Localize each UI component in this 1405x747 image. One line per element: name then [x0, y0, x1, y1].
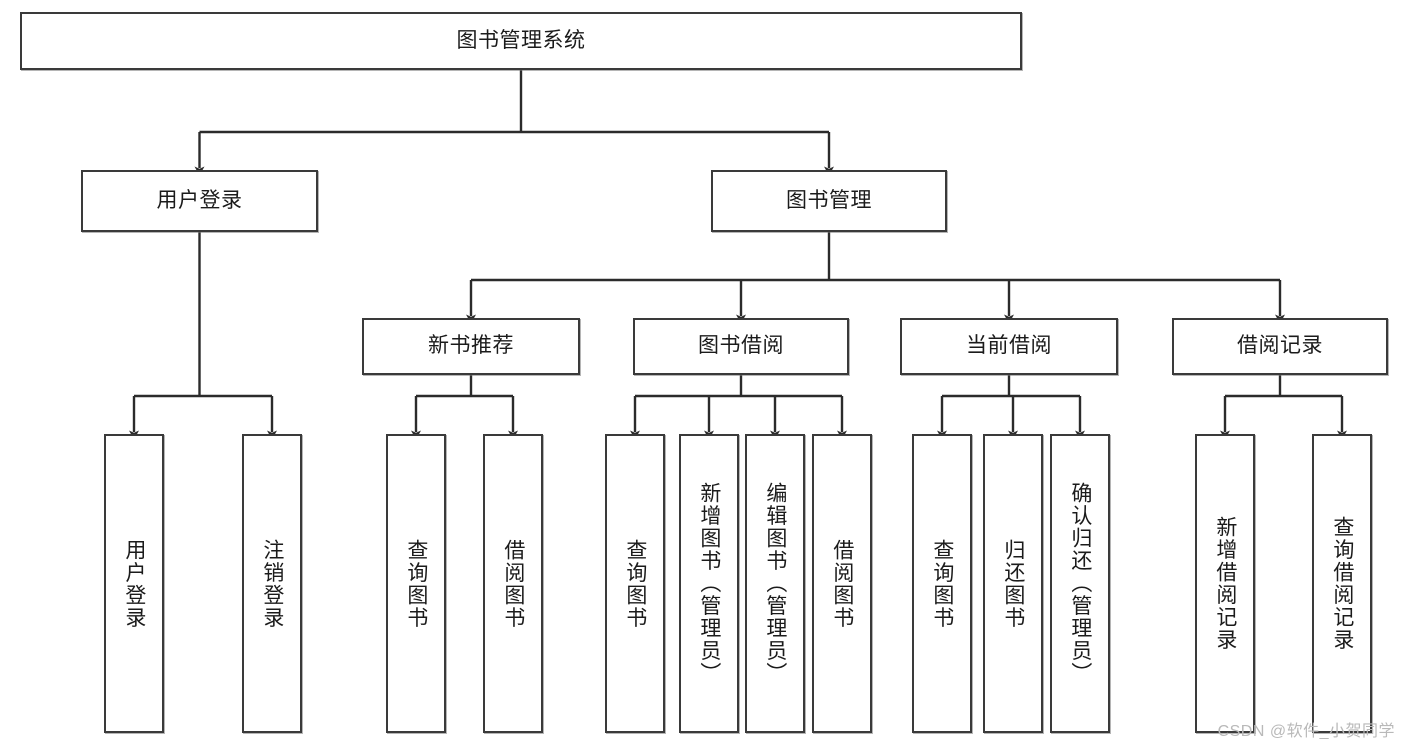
node-label: 用户登录 [122, 538, 146, 629]
node-leaf-return-book[interactable]: 归还图书 [983, 434, 1043, 733]
node-borrow-record[interactable]: 借阅记录 [1172, 318, 1388, 375]
node-label: 查询图书 [404, 538, 428, 629]
node-label: 新增借阅记录 [1213, 516, 1237, 651]
node-label: 新书推荐 [428, 334, 514, 358]
node-label: 新增图书（管理员） [697, 482, 721, 685]
node-label: 图书管理 [786, 188, 872, 212]
node-leaf-user-login[interactable]: 用户登录 [104, 434, 164, 733]
node-label: 用户登录 [156, 188, 243, 212]
csdn-watermark: CSDN @软件_小贺同学 [1217, 723, 1395, 740]
node-leaf-add-book-admin[interactable]: 新增图书（管理员） [679, 434, 739, 733]
node-leaf-logout[interactable]: 注销登录 [242, 434, 302, 733]
node-leaf-edit-book-admin[interactable]: 编辑图书（管理员） [745, 434, 805, 733]
node-label: 当前借阅 [966, 334, 1052, 358]
node-label: 归还图书 [1001, 538, 1025, 629]
node-leaf-borrow-book-recommend[interactable]: 借阅图书 [483, 434, 543, 733]
node-current-borrow[interactable]: 当前借阅 [900, 318, 1118, 375]
node-root[interactable]: 图书管理系统 [20, 12, 1022, 70]
node-leaf-query-borrow-record[interactable]: 查询借阅记录 [1312, 434, 1372, 733]
node-label: 查询图书 [930, 538, 954, 629]
node-label: 借阅图书 [830, 538, 854, 629]
node-book-borrow[interactable]: 图书借阅 [633, 318, 849, 375]
node-new-book-recommend[interactable]: 新书推荐 [362, 318, 580, 375]
node-leaf-query-book-current[interactable]: 查询图书 [912, 434, 972, 733]
node-leaf-confirm-return-admin[interactable]: 确认归还（管理员） [1050, 434, 1110, 733]
node-label: 确认归还（管理员） [1068, 482, 1092, 685]
node-label: 查询借阅记录 [1330, 516, 1354, 651]
node-leaf-add-borrow-record[interactable]: 新增借阅记录 [1195, 434, 1255, 733]
node-label: 注销登录 [260, 538, 284, 629]
node-leaf-query-book-recommend[interactable]: 查询图书 [386, 434, 446, 733]
node-label: 编辑图书（管理员） [763, 482, 787, 685]
node-label: 查询图书 [623, 538, 647, 629]
node-user-login[interactable]: 用户登录 [81, 170, 318, 232]
node-label: 借阅图书 [501, 538, 525, 629]
node-leaf-borrow-book[interactable]: 借阅图书 [812, 434, 872, 733]
node-leaf-query-book-borrow[interactable]: 查询图书 [605, 434, 665, 733]
node-label: 借阅记录 [1237, 334, 1323, 358]
node-label: 图书管理系统 [456, 28, 586, 52]
node-book-management[interactable]: 图书管理 [711, 170, 947, 232]
node-label: 图书借阅 [698, 334, 784, 358]
